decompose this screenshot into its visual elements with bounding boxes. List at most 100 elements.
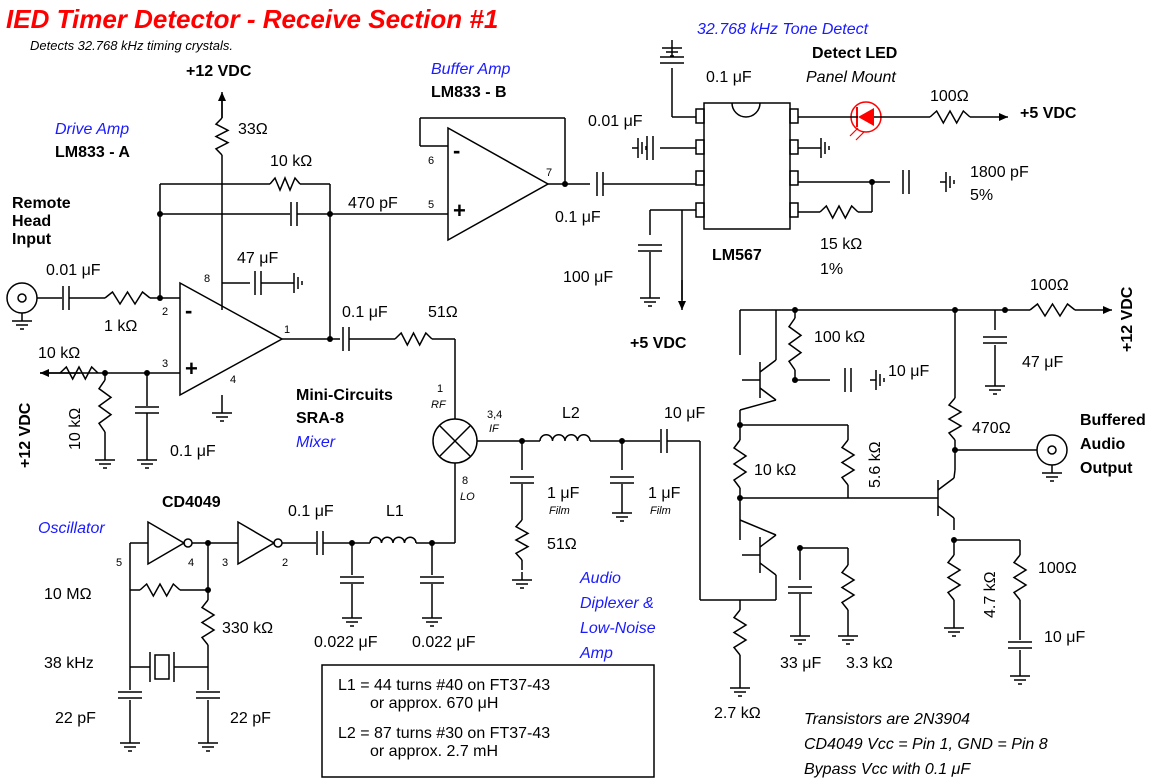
l2-label: L2 [562,405,580,422]
svg-text:-: - [453,138,460,163]
mixer-rf-pin-label: RF [431,399,447,411]
diplexer-label-3: Low-Noise [580,620,656,637]
junction-dot [562,181,568,187]
input-label-3: Input [12,231,52,248]
c10u-out-value: 10 μF [1044,629,1085,646]
r330k-value: 330 kΩ [222,620,273,637]
inverter-2 [237,520,283,566]
inductor-note-3: L2 = 87 turns #30 on FT37-43 [338,725,550,742]
drive-amp-pin3: 3 [162,358,168,370]
supply-5v-right: +5 VDC [1020,105,1077,122]
c1800p-value: 1800 pF [970,164,1029,181]
c1u-b-value: 1 μF [648,485,681,502]
resistor-icon [514,519,530,561]
resistor-icon [394,331,433,347]
svg-text:-: - [185,298,192,323]
drive-amp-part: LM833 - A [55,144,130,161]
c001-567-value: 0.01 μF [588,113,643,130]
c01-567-value: 0.1 μF [706,69,752,86]
mixer-lo-pin-number: 8 [462,475,468,487]
r10k-div-value: 10 kΩ [67,408,84,450]
c22p-a-value: 22 pF [55,710,96,727]
r4k7-value: 4.7 kΩ [982,571,999,618]
wiring [12,40,1112,752]
drive-amp-pin1: 1 [284,324,290,336]
oscillator-role: Oscillator [38,520,105,537]
mixer-if-pin-label: IF [489,423,500,435]
resistor-icon [1012,554,1028,601]
note-cd4049: CD4049 Vcc = Pin 1, GND = Pin 8 [804,736,1048,753]
junction-dot [157,211,163,217]
inductor-icon [539,434,591,442]
film-b-label: Film [650,505,671,517]
c01-bias-value: 0.1 μF [170,443,216,460]
resistor-icon [929,109,971,125]
wire [739,519,777,536]
output-connector-icon [1036,434,1068,466]
drive-amp-role: Drive Amp [55,121,129,138]
supply-12v-top: +12 VDC [186,63,252,80]
inductor-notes-box [321,664,655,778]
r10k-amp-value: 10 kΩ [754,462,796,479]
inductor-note-1: L1 = 44 turns #40 on FT37-43 [338,677,550,694]
c022-b-value: 0.022 μF [412,634,476,651]
buffer-amp-part: LM833 - B [431,84,507,101]
film-a-label: Film [549,505,570,517]
resistor-icon [104,290,151,306]
input-label-2: Head [12,213,51,230]
svg-text:+: + [453,198,466,223]
mixer-if-pin-number: 3,4 [487,409,502,421]
r2k7-value: 2.7 kΩ [714,705,761,722]
resistor-icon [214,117,230,156]
mixer-role: Mixer [296,434,336,451]
r1k-value: 1 kΩ [104,318,137,335]
input-connector-icon [6,282,38,314]
r5k6-value: 5.6 kΩ [867,441,884,488]
resistor-icon [840,439,856,486]
resistor-icon [732,609,748,656]
resistor-icon [59,365,99,381]
resistor-icon [819,204,859,220]
c100u-value: 100 μF [563,269,613,286]
resistor-icon [732,439,748,489]
wire [937,477,955,491]
supply-12v-right: +12 VDC [1119,286,1136,352]
mixer-rf-pin-number: 1 [437,383,443,395]
c10u-amp-value: 10 μF [888,363,929,380]
resistor-icon [787,317,803,371]
inverter-1 [147,520,193,566]
r100k-value: 100 kΩ [814,329,865,346]
wire [759,387,777,401]
input-label-1: Remote [12,195,71,212]
crystal-icon [149,652,175,682]
mixer-maker: Mini-Circuits [296,387,393,404]
output-label-3: Output [1080,460,1133,477]
drive-amp-pin4: 4 [230,374,236,386]
diplexer-label-2: Diplexer & [580,595,654,612]
c10u-if-value: 10 μF [664,405,705,422]
c01-lo-value: 0.1 μF [288,503,334,520]
detect-led-icon [849,101,882,141]
buffer-amp-role: Buffer Amp [431,61,511,78]
tol1-value: 1% [820,261,843,278]
inductor-note-4: or approx. 2.7 mH [370,743,498,760]
c47u-a-value: 47 μF [237,250,278,267]
note-bypass: Bypass Vcc with 0.1 μF [804,761,971,778]
wire [953,469,956,479]
c01-out-value: 0.1 μF [342,304,388,321]
op-amp-drive: - + [179,281,284,397]
drive-amp-pin2: 2 [162,306,168,318]
wire [759,534,777,548]
resistor-icon [200,599,216,646]
r100-out-value: 100Ω [1038,560,1077,577]
wire [759,359,777,373]
cd4049-pin4: 4 [188,557,194,569]
drive-amp-pin8: 8 [204,273,210,285]
tone-detect-label: 32.768 kHz Tone Detect [697,21,869,38]
wire [759,562,777,576]
cd4049-pin2: 2 [282,557,288,569]
c022-a-value: 0.022 μF [314,634,378,651]
diplexer-label-4: Amp [579,645,613,662]
resistor-icon [840,564,856,611]
